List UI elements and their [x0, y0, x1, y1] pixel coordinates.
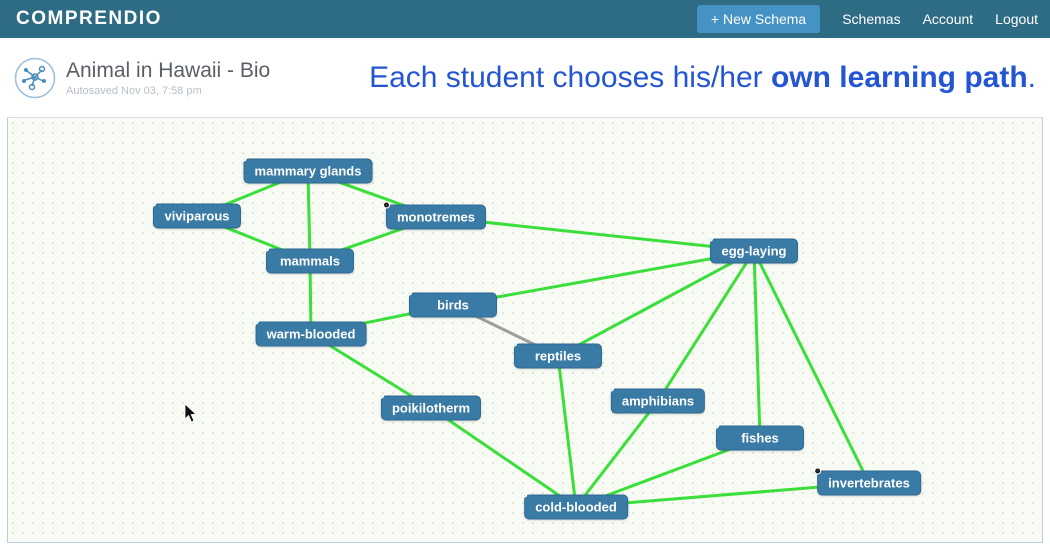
new-schema-button[interactable]: + New Schema — [696, 5, 821, 33]
node-status-dot — [241, 156, 247, 162]
header-nav: + New Schema Schemas Account Logout — [696, 5, 1038, 33]
headline-normal: Each student chooses his/her — [369, 60, 771, 94]
graph-edge-poikilotherm-cold-blooded — [430, 406, 577, 509]
node-label: birds — [437, 297, 469, 313]
concept-map-canvas[interactable]: mammary glands viviparous monotremes mammal… — [7, 117, 1043, 543]
graph-edge-reptiles-egg-laying — [557, 249, 755, 358]
graph-node-egg-laying[interactable]: egg-laying — [708, 236, 798, 264]
nav-account[interactable]: Account — [922, 11, 974, 27]
graph-edge-reptiles-cold-blooded — [556, 355, 578, 508]
node-label: reptiles — [534, 348, 582, 364]
node-status-dot — [264, 246, 269, 252]
node-label: cold-blooded — [535, 499, 617, 515]
node-label: viviparous — [164, 208, 230, 224]
node-label: fishes — [741, 430, 779, 446]
graph-edge-amphibians-egg-laying — [656, 250, 756, 402]
graph-edge-fishes-egg-laying — [752, 250, 762, 439]
node-status-dot — [815, 468, 821, 474]
mouse-cursor — [184, 403, 197, 423]
headline-bold: own learning path — [770, 60, 1028, 94]
graph-edge-mammary-glands-mammals — [306, 170, 312, 262]
node-status-dot — [708, 236, 713, 242]
schema-title-block: Animal in Hawaii - Bio Autosaved Nov 03,… — [66, 59, 270, 97]
node-status-dot — [407, 290, 412, 296]
graph-node-birds[interactable]: birds — [407, 290, 497, 318]
graph-node-mammary-glands[interactable]: mammary glands — [241, 156, 373, 184]
graph-node-reptiles[interactable]: reptiles — [512, 341, 602, 369]
schema-title: Animal in Hawaii - Bio — [66, 58, 271, 82]
node-status-dot — [383, 202, 389, 208]
schema-network-icon — [14, 57, 56, 98]
nav-logout[interactable]: Logout — [995, 11, 1038, 27]
graph-node-warm-blooded[interactable]: warm-blooded — [253, 319, 367, 347]
autosave-status: Autosaved Nov 03, 7:58 pm — [66, 84, 202, 97]
title-row: Animal in Hawaii - Bio Autosaved Nov 03,… — [0, 38, 1050, 117]
graph-edge-amphibians-cold-blooded — [574, 400, 660, 508]
node-label: poikilotherm — [391, 400, 471, 416]
graph-node-cold-blooded[interactable]: cold-blooded — [522, 492, 628, 520]
node-label: invertebrates — [828, 475, 910, 491]
node-status-dot — [512, 341, 517, 347]
graph-edge-monotremes-egg-laying — [435, 215, 755, 253]
headline: Each student chooses his/her own learnin… — [369, 61, 1040, 95]
node-status-dot — [378, 393, 384, 399]
graph-node-fishes[interactable]: fishes — [714, 423, 804, 451]
headline-period: . — [1027, 60, 1036, 94]
app-logo: COMPRENDIO — [16, 8, 162, 29]
node-status-dot — [714, 423, 719, 429]
graph-node-invertebrates[interactable]: invertebrates — [815, 468, 921, 496]
node-status-dot — [608, 386, 614, 392]
app-header: COMPRENDIO + New Schema Schemas Account … — [0, 0, 1050, 38]
graph-node-amphibians[interactable]: amphibians — [608, 386, 706, 414]
node-label: monotremes — [396, 209, 476, 225]
graph-node-viviparous[interactable]: viviparous — [151, 201, 241, 229]
node-status-dot — [522, 492, 528, 498]
node-label: egg-laying — [721, 243, 787, 259]
node-label: mammary glands — [254, 163, 362, 179]
graph-edge-invertebrates-egg-laying — [752, 250, 871, 484]
node-status-dot — [151, 201, 156, 207]
graph-edge-birds-egg-laying — [452, 249, 755, 307]
node-label: mammals — [280, 253, 340, 269]
graph-node-poikilotherm[interactable]: poikilotherm — [378, 393, 482, 421]
node-label: amphibians — [621, 393, 695, 409]
node-status-dot — [253, 319, 259, 325]
graph-node-monotremes[interactable]: monotremes — [383, 202, 487, 230]
nav-schemas[interactable]: Schemas — [842, 11, 901, 27]
node-label: warm-blooded — [266, 326, 356, 342]
graph-node-mammals[interactable]: mammals — [264, 246, 354, 274]
